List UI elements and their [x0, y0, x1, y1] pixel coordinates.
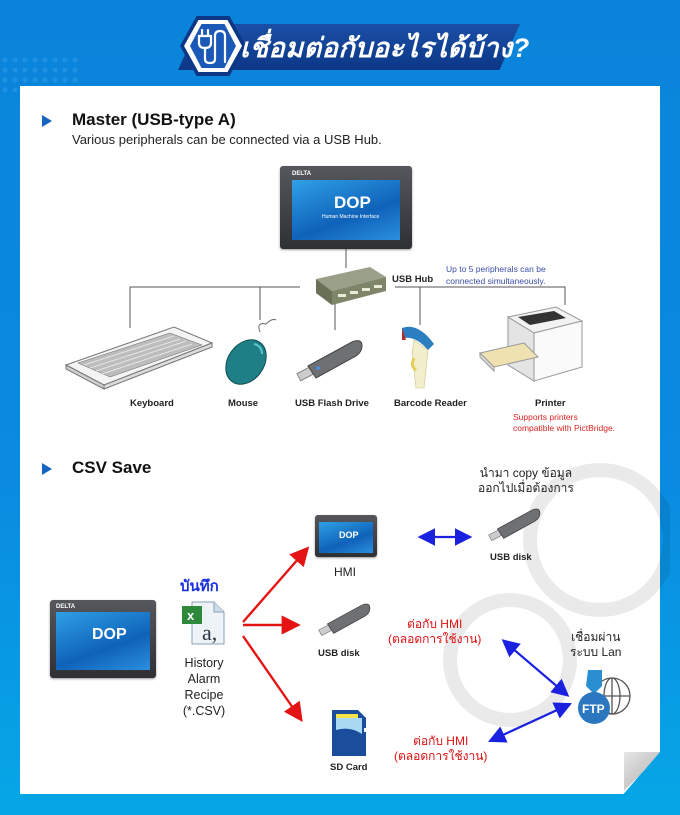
usb-disk-icon [488, 508, 541, 542]
usb-disk-label: USB disk [318, 648, 360, 659]
source-hmi-device: DELTA DOP [50, 600, 156, 678]
hmi-screen-subtitle: Human Machine Interface [322, 214, 380, 220]
keyboard-icon [64, 326, 214, 390]
hmi-screen: DOP [319, 522, 373, 553]
printer-note: Supports printers compatible with PictBr… [513, 412, 615, 434]
connect-note-line: ต่อกับ HMI [413, 734, 469, 748]
printer-note-line: compatible with PictBridge. [513, 423, 616, 433]
hmi-brand: DELTA [292, 171, 312, 177]
lan-note: เชื่อมผ่าน ระบบ Lan [570, 630, 621, 660]
device-label-mouse: Mouse [228, 398, 259, 409]
plug-icon [197, 28, 227, 65]
usb-hub-note: Up to 5 peripherals can be connected sim… [446, 263, 546, 287]
hmi-device: DELTA DOP Human Machine Interface [280, 166, 412, 249]
copy-note: นำมา copy ข้อมูล ออกไปเมื่อต้องการ [478, 466, 574, 496]
lan-note-line: เชื่อมผ่าน [571, 630, 621, 644]
mouse-icon [225, 319, 277, 385]
device-label-printer: Printer [535, 398, 566, 409]
file-type-alarm: Alarm [187, 672, 221, 686]
device-label-barcode-reader: Barcode Reader [394, 398, 467, 409]
connection-lines [129, 249, 566, 330]
usb-section-heading: Master (USB-type A) [72, 110, 236, 129]
hmi-screen: DOP [56, 612, 150, 670]
arrow-sd-ftp [488, 702, 572, 743]
usb-disk-icon [318, 603, 371, 637]
usb-hub-icon [316, 267, 386, 305]
usb-hub-note-line: connected simultaneously. [446, 276, 546, 286]
usb-section-subtitle: Various peripherals can be connected via… [72, 132, 382, 147]
arrow-usb-ftp [501, 639, 570, 697]
ftp-label: FTP [582, 702, 605, 716]
usb-flash-drive-icon [296, 340, 363, 382]
copy-note-line: นำมา copy ข้อมูล [479, 466, 573, 480]
arrow-to-sd-card [242, 635, 303, 722]
sd-card-label: SD Card [330, 762, 368, 773]
connect-note-line: (ตลอดการใช้งาน) [388, 632, 482, 646]
hmi-screen-logo: DOP [334, 193, 371, 212]
csv-section-heading: CSV Save [72, 458, 152, 477]
hmi-screen-logo: DOP [339, 530, 359, 540]
file-type-history: History [184, 656, 224, 670]
printer-note-line: Supports printers [513, 412, 578, 422]
usb-hub-label: USB Hub [392, 274, 434, 285]
page-title: เชื่อมต่อกับอะไรได้บ้าง? [240, 33, 530, 63]
ftp-globe-icon: FTP [578, 670, 631, 724]
arrow-to-hmi [242, 546, 310, 623]
section-bullet-icon [42, 463, 52, 475]
file-type-extension: (*.CSV) [182, 704, 226, 718]
target-hmi-device: DOP [315, 515, 377, 557]
csv-file-types: History Alarm Recipe (*.CSV) [178, 655, 230, 719]
device-label-keyboard: Keyboard [130, 398, 174, 409]
section-bullet-icon [42, 115, 52, 127]
usb-disk-copy-label: USB disk [490, 552, 532, 563]
device-label-usb-flash-drive: USB Flash Drive [295, 398, 369, 409]
usb-hub-note-line: Up to 5 peripherals can be [446, 264, 546, 274]
connect-note-line: ต่อกับ HMI [407, 617, 463, 631]
target-hmi-label: HMI [334, 565, 356, 579]
svg-text:a,: a, [202, 620, 217, 645]
connect-note-line: (ตลอดการใช้งาน) [394, 749, 488, 763]
printer-icon [479, 306, 583, 382]
sd-connect-note: ต่อกับ HMI (ตลอดการใช้งาน) [394, 734, 487, 764]
icon-badge [190, 24, 236, 68]
hmi-screen: DOP Human Machine Interface [292, 180, 400, 240]
usb-connect-note: ต่อกับ HMI (ตลอดการใช้งาน) [388, 617, 481, 647]
csv-file-icon: x a, [182, 601, 225, 645]
svg-text:x: x [187, 608, 195, 623]
copy-note-line: ออกไปเมื่อต้องการ [478, 481, 574, 495]
save-label: บันทึก [180, 578, 219, 595]
hmi-brand: DELTA [56, 604, 76, 610]
barcode-reader-icon [402, 326, 434, 389]
file-type-recipe: Recipe [184, 688, 224, 702]
lan-note-line: ระบบ Lan [570, 645, 622, 659]
hmi-screen-logo: DOP [92, 626, 127, 643]
sd-card-icon [332, 710, 368, 756]
